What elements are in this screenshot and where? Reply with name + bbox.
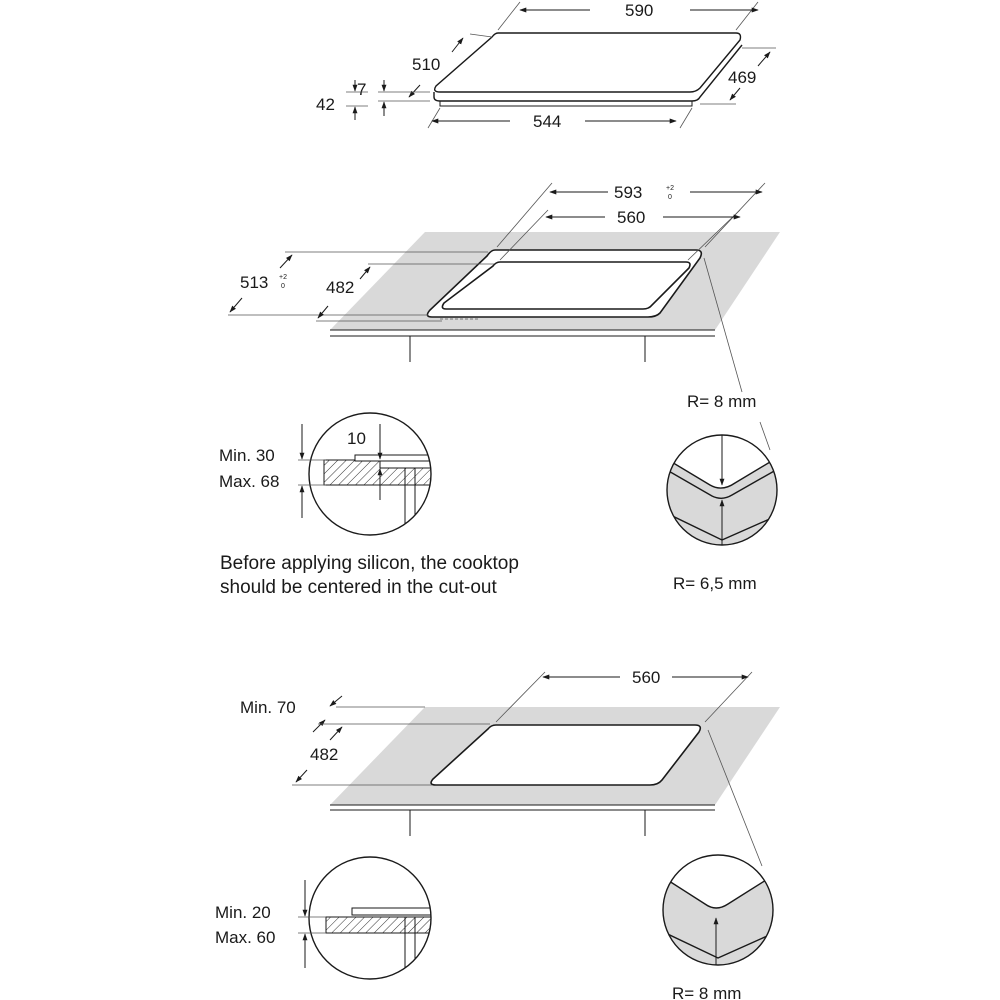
install-note-line1: Before applying silicon, the cooktop xyxy=(220,553,519,574)
dim-outer-depth: 513 xyxy=(240,273,268,292)
dim-cutout-width-standard: 560 xyxy=(632,668,660,687)
dim-outer-depth-tol-lower: 0 xyxy=(281,283,285,290)
dim-outer-width-tol-upper: +2 xyxy=(666,185,674,192)
detail-worktop-section xyxy=(308,856,432,980)
cutout-opening xyxy=(441,261,691,310)
detail-rebate-section: 10 xyxy=(308,412,432,536)
dim-outer-width: 593 xyxy=(614,183,642,202)
dim-rebate: 10 xyxy=(347,429,366,448)
dim-cutout-width: 560 xyxy=(617,208,645,227)
worktop-max-standard: Max. 60 xyxy=(215,928,275,947)
cutout-opening-standard xyxy=(430,724,702,786)
radius-label-standard: R= 8 mm xyxy=(672,984,741,1000)
dim-hob-depth: 510 xyxy=(412,55,440,74)
worktop-max-flush: Max. 68 xyxy=(219,472,279,491)
hob-glass-outline xyxy=(433,32,742,93)
detail-corner-radius-standard xyxy=(662,854,774,966)
worktop-min-standard: Min. 20 xyxy=(215,903,271,922)
dim-outer-width-tol-lower: 0 xyxy=(668,194,672,201)
hob-glass-underside xyxy=(433,44,743,102)
flush-install-section: 593 +2 0 560 513 +2 0 482 xyxy=(219,182,780,598)
dim-hob-body-depth: 469 xyxy=(728,68,756,87)
min-front-distance: Min. 70 xyxy=(240,698,296,717)
hob-body xyxy=(439,101,693,107)
install-note-line2: should be centered in the cut-out xyxy=(220,577,497,598)
hob-dimensions-section: 590 510 469 544 7 42 xyxy=(316,1,776,131)
inner-radius-label: R= 6,5 mm xyxy=(673,574,757,593)
dim-outer-depth-tol-upper: +2 xyxy=(279,274,287,281)
dim-hob-body-width: 544 xyxy=(533,112,561,131)
dim-cutout-depth-standard: 482 xyxy=(310,745,338,764)
standard-install-section: 560 Min. 70 482 Min. 20 xyxy=(215,668,780,1000)
worktop-min-flush: Min. 30 xyxy=(219,446,275,465)
detail-corner-radii xyxy=(666,434,778,546)
outer-radius-label: R= 8 mm xyxy=(687,392,756,411)
dim-hob-width: 590 xyxy=(625,1,653,20)
dim-glass-thickness: 7 xyxy=(357,80,366,99)
dim-cutout-depth: 482 xyxy=(326,278,354,297)
dim-total-height: 42 xyxy=(316,95,335,114)
